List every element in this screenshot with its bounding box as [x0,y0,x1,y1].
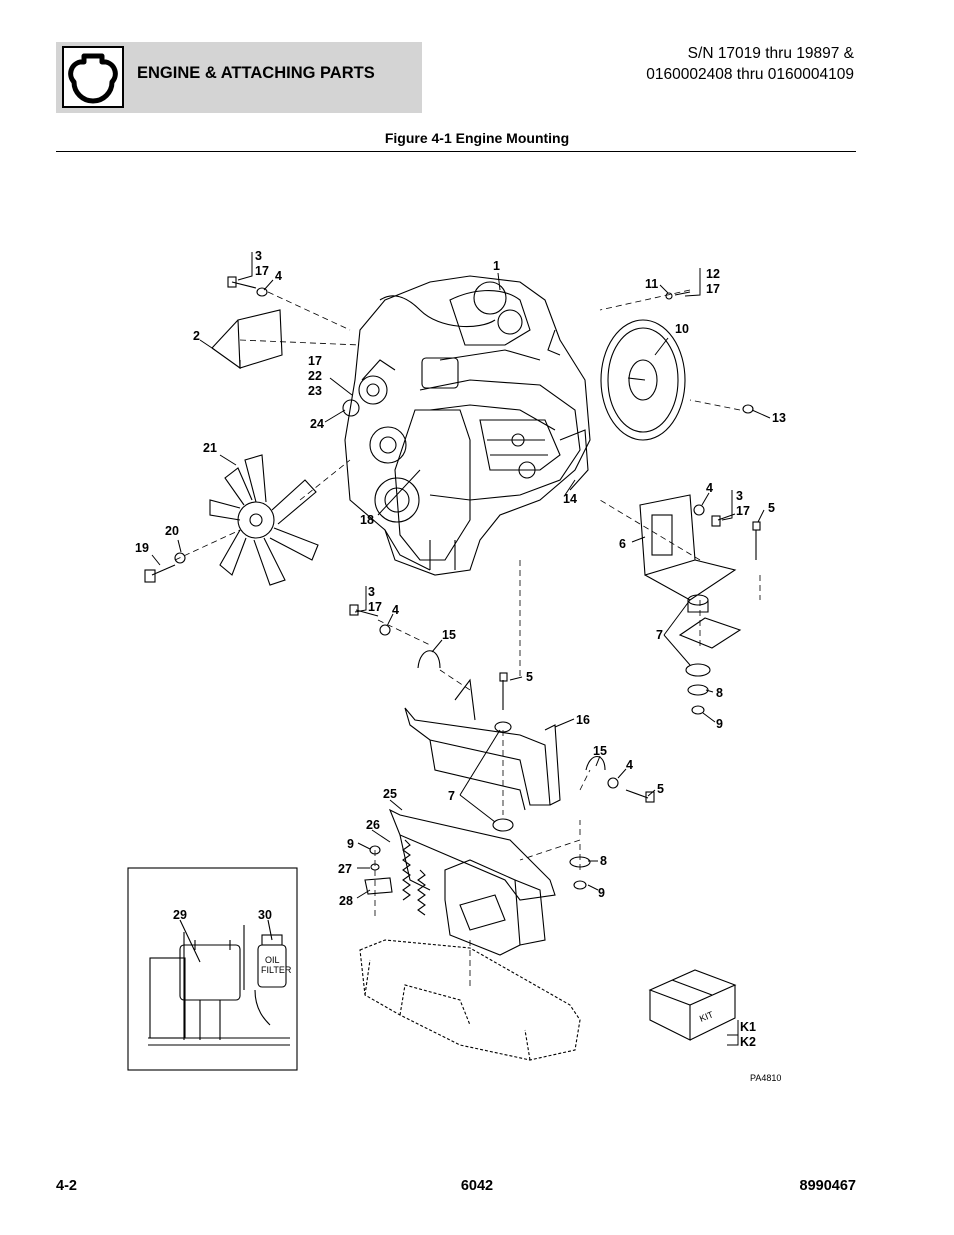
callout-15: 15 [593,744,607,758]
callout-6: 6 [619,537,626,551]
callout-8: 8 [600,854,607,868]
callout-5: 5 [657,782,664,796]
callout-20: 20 [165,524,179,538]
callout-1: 1 [493,259,500,273]
header-rule [56,151,856,152]
figure-code: PA4810 [750,1073,781,1083]
callout-19: 19 [135,541,149,555]
callout-4: 4 [275,269,282,283]
callout-13: 13 [772,411,786,425]
figure-title: Figure 4-1 Engine Mounting [384,130,570,146]
callout-11: 11 [645,277,658,291]
callout-26: 26 [366,818,380,832]
alignment-lines [174,289,761,990]
frame-base [359,939,581,1061]
serial-line-1: S/N 17019 thru 19897 & [687,45,854,62]
kit-box [648,969,737,1041]
serial-line-2: 0160002408 thru 0160004109 [646,66,854,83]
callout-4: 4 [706,481,713,495]
callout-17: 17 [255,264,269,278]
callout-21: 21 [203,441,217,455]
callout-3: 3 [368,585,375,599]
callout-28: 28 [339,894,353,908]
section-title: ENGINE & ATTACHING PARTS [137,64,375,82]
crossmember [388,808,556,956]
kit-label: KIT [698,1009,715,1024]
callout-17: 17 [308,354,322,368]
fan-illustration [209,454,319,586]
inset-detail [127,867,298,1071]
callout-k2: K2 [740,1035,756,1049]
engine-illustration [342,275,591,576]
serial-range: S/N 17019 thru 19897 & 0160002408 thru 0… [646,43,854,85]
callout-29: 29 [173,908,187,922]
callout-27: 27 [338,862,352,876]
callout-k1: K1 [740,1020,756,1034]
callout-9: 9 [598,886,605,900]
callout-17: 17 [706,282,720,296]
callout-8: 8 [716,686,723,700]
callout-4: 4 [626,758,633,772]
fasteners [144,276,761,895]
callout-17: 17 [736,504,750,518]
snubber-spring [402,839,426,916]
callout-9: 9 [347,837,354,851]
callout-17: 17 [368,600,382,614]
callout-15: 15 [442,628,456,642]
callout-12: 12 [706,267,720,281]
manual-number: 8990467 [799,1178,856,1194]
callout-7: 7 [448,789,455,803]
flexplate-illustration [600,319,686,441]
callout-9: 9 [716,717,723,731]
engine-icon [62,46,124,108]
right-engine-mount [639,494,737,601]
callout-5: 5 [526,670,533,684]
callout-23: 23 [308,384,322,398]
callout-labels: 3 17 4 2 1 11 12 17 10 13 17 22 23 24 21… [135,249,786,1083]
callout-14: 14 [563,492,577,506]
callout-5: 5 [768,501,775,515]
callout-30: 30 [258,908,272,922]
engine-support [404,678,561,811]
callout-3: 3 [736,489,743,503]
callout-18: 18 [360,513,374,527]
callout-10: 10 [675,322,689,336]
callout-4: 4 [392,603,399,617]
left-engine-mount [211,309,283,370]
oil-label: OIL [265,955,280,965]
callout-25: 25 [383,787,397,801]
right-isolator-stack [678,594,742,715]
callout-3: 3 [255,249,262,263]
page-number: 4-2 [56,1178,77,1194]
callout-2: 2 [193,329,200,343]
leader-lines [151,252,771,1046]
callout-7: 7 [656,628,663,642]
callout-22: 22 [308,369,322,383]
model-number: 6042 [460,1178,494,1194]
callout-24: 24 [310,417,324,431]
filter-label: FILTER [261,965,292,975]
callout-16: 16 [576,713,590,727]
